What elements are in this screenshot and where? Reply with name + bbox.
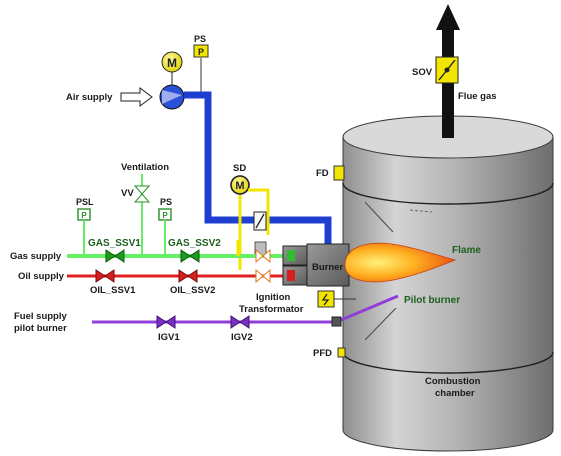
fuel-supply-label-line2: pilot burner — [14, 323, 67, 334]
gas-ssv1-label: GAS_SSV1 — [88, 238, 141, 249]
oil-ssv2-label: OIL_SSV2 — [170, 285, 215, 296]
sd-motor-symbol: M — [235, 180, 244, 192]
sov-valve[interactable] — [435, 56, 459, 84]
psl-instrument[interactable]: P — [77, 208, 91, 256]
oil-supply-label: Oil supply — [18, 271, 65, 282]
gas-control-valve-orange[interactable] — [255, 248, 271, 264]
oil-ssv1-valve[interactable] — [95, 269, 115, 283]
igv1-valve[interactable] — [156, 315, 176, 329]
pfd-detector[interactable] — [337, 347, 346, 358]
flue-arrow-icon — [436, 4, 460, 30]
igv1-label: IGV1 — [158, 332, 180, 343]
sd-label: SD — [233, 163, 246, 174]
ignition-label-line1: Ignition — [256, 292, 290, 303]
pilot-nozzle — [331, 316, 342, 327]
air-supply-arrow-icon — [120, 87, 153, 107]
fd-label: FD — [316, 168, 329, 179]
pilot-burner-label: Pilot burner — [404, 295, 460, 306]
air-fan[interactable] — [159, 84, 185, 110]
fan-motor[interactable]: M — [161, 51, 183, 85]
ps-gas-label: PS — [160, 197, 172, 207]
oil-control-valve[interactable] — [255, 268, 271, 284]
ventilation-label: Ventilation — [121, 162, 169, 173]
flame-shape — [344, 242, 457, 283]
gas-ssv2-label: GAS_SSV2 — [168, 238, 221, 249]
oil-ssv2-valve[interactable] — [178, 269, 198, 283]
vv-label: VV — [121, 188, 134, 199]
gas-ssv1-valve[interactable] — [105, 249, 125, 263]
ignition-label-line2: Transformator — [239, 304, 304, 315]
ps-top-label: PS — [194, 34, 206, 44]
air-damper[interactable] — [253, 211, 267, 231]
pressure-symbol-top: P — [198, 47, 204, 57]
chamber-label-line1: Combustion — [425, 376, 481, 387]
gas-nozzle-block — [282, 245, 308, 266]
igv2-valve[interactable] — [230, 315, 250, 329]
flame-label: Flame — [452, 245, 481, 256]
chamber-label-line2: chamber — [435, 388, 475, 399]
ignition-transformator[interactable] — [317, 290, 335, 308]
air-supply-label: Air supply — [66, 92, 113, 103]
fd-detector[interactable] — [333, 165, 345, 181]
motor-symbol: M — [167, 56, 177, 70]
ps-top-instrument[interactable]: P — [193, 44, 209, 93]
ps-gas-instrument[interactable]: P — [158, 208, 172, 256]
pilot-burner-line — [340, 294, 399, 322]
vv-valve[interactable] — [133, 185, 151, 203]
pfd-label: PFD — [313, 348, 332, 359]
ps-gas-symbol: P — [162, 211, 168, 220]
oil-ssv1-label: OIL_SSV1 — [90, 285, 136, 296]
igv2-label: IGV2 — [231, 332, 253, 343]
oil-nozzle-block — [282, 265, 308, 286]
sd-motor[interactable]: M — [230, 175, 250, 195]
combustion-chamber — [342, 115, 554, 452]
gas-supply-label: Gas supply — [10, 251, 62, 262]
psl-symbol: P — [81, 211, 87, 220]
burner-label: Burner — [312, 262, 343, 273]
psl-label: PSL — [76, 197, 94, 207]
sd-link-right — [248, 188, 270, 235]
air-duct — [184, 91, 332, 247]
burner-body[interactable] — [306, 243, 350, 287]
fuel-supply-label-line1: Fuel supply — [14, 311, 68, 322]
gas-ssv2-valve[interactable] — [180, 249, 200, 263]
sov-label: SOV — [412, 67, 433, 78]
flue-gas-label: Flue gas — [458, 91, 497, 102]
